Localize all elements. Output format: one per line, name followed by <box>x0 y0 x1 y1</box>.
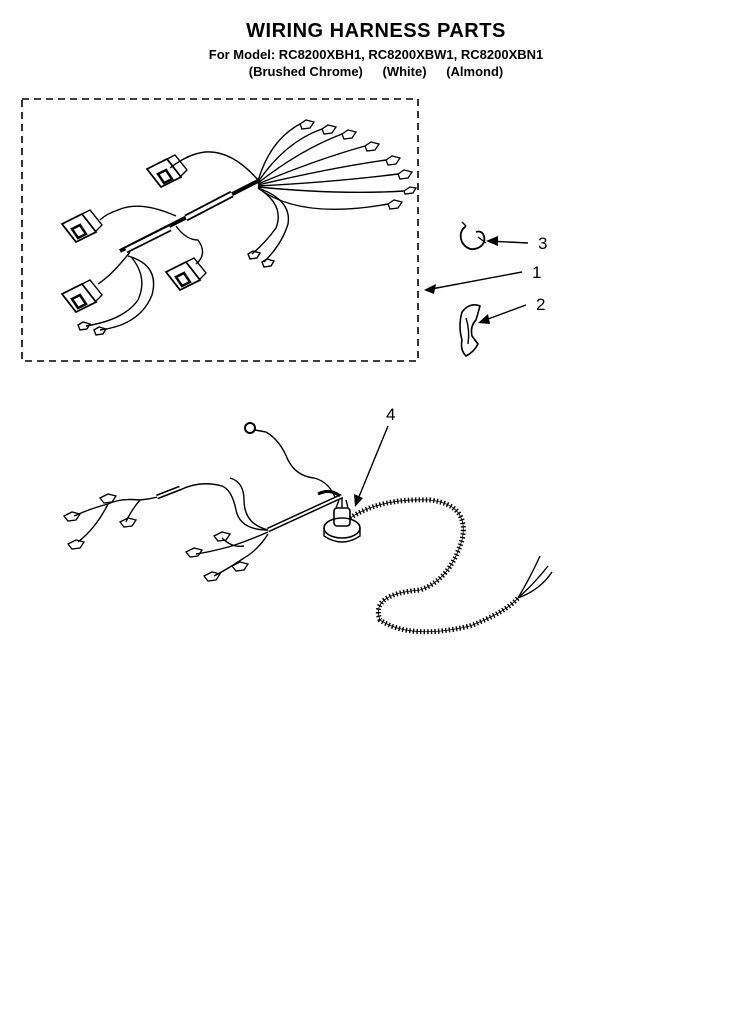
callout-1: 1 <box>532 263 541 282</box>
color-white: (White) <box>382 64 427 79</box>
harness-with-cord-part-4 <box>62 422 553 635</box>
color-almond: (Almond) <box>446 64 504 79</box>
hook-clip-part-3 <box>459 221 487 251</box>
arrowhead-3 <box>486 236 498 246</box>
bracket-clip-part-2 <box>459 304 481 357</box>
color-variants: (Brushed Chrome) (White) (Almond) <box>0 64 752 79</box>
arrowhead-2 <box>478 314 490 324</box>
callout-4: 4 <box>386 405 395 424</box>
leader-line-4 <box>355 425 389 505</box>
color-brushed-chrome: (Brushed Chrome) <box>248 64 363 79</box>
diagram-title: WIRING HARNESS PARTS <box>246 20 506 42</box>
leader-line-1 <box>425 271 523 291</box>
harness-group-box <box>21 98 419 362</box>
arrowhead-4 <box>354 494 363 507</box>
arrowhead-1 <box>424 284 436 294</box>
callout-2: 2 <box>536 295 545 314</box>
model-numbers: For Model: RC8200XBH1, RC8200XBW1, RC820… <box>208 47 544 62</box>
wiring-harness-part-1 <box>60 119 418 336</box>
callout-3: 3 <box>538 234 547 253</box>
